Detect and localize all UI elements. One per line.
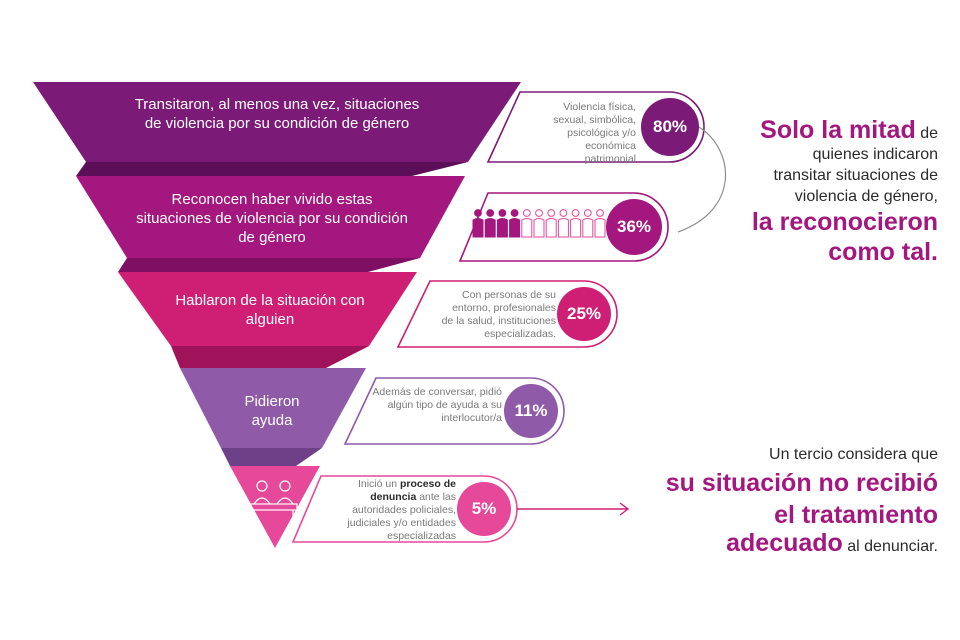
- person-icon: [509, 209, 521, 238]
- tier-label-3: Hablaron de la situación con alguien: [175, 292, 365, 328]
- note-top-hl2: la reconocieron: [751, 208, 938, 236]
- note-bottom-hl1: su situación no recibió: [665, 469, 938, 497]
- note-bottom-hl3: adecuado: [726, 529, 843, 557]
- note-top-t4: violencia de género,: [794, 188, 938, 205]
- funnel-tier-3-fold: [171, 346, 369, 368]
- tier-detail-5-a: Inició un: [357, 478, 400, 490]
- funnel-tier-4: [180, 368, 366, 448]
- value-label-2: 36%: [616, 217, 652, 236]
- denuncia-icon: [249, 480, 298, 518]
- person-icon: [594, 209, 606, 238]
- connector-curve: [677, 126, 727, 233]
- value-circle-1: [641, 98, 699, 156]
- person-icon: [484, 209, 496, 238]
- funnel-tier-5: [230, 466, 320, 548]
- note-top-t1: de: [915, 125, 938, 142]
- funnel-tier-4-fold: [221, 448, 322, 466]
- value-capsule-5: [291, 475, 518, 543]
- person-icon: [521, 209, 533, 238]
- note-bottom-hl2: el tratamiento: [774, 501, 938, 529]
- tier-label-1: Transitaron, al menos una vez, situacion…: [134, 96, 420, 132]
- person-icon: [496, 209, 508, 238]
- note-top-hl3: como tal.: [828, 238, 938, 266]
- pictogram-people: [472, 209, 606, 238]
- person-icon: [557, 209, 569, 238]
- value-circle-2: [606, 199, 662, 255]
- tier-label-4: Pidieron ayuda: [244, 393, 300, 429]
- person-icon: [582, 209, 594, 238]
- value-label-4: 11%: [514, 401, 548, 420]
- funnel-tier-3: [118, 272, 417, 346]
- value-capsule-4: [343, 377, 565, 445]
- value-label-1: 80%: [652, 117, 688, 136]
- note-top-t3: transitar situaciones de: [773, 167, 938, 184]
- note-top-hl1: Solo la mitad: [760, 116, 916, 144]
- value-circle-3: [557, 287, 611, 341]
- note-top-t2: quienes indicaron: [812, 146, 938, 163]
- value-capsule-3: [396, 280, 618, 348]
- value-label-3: 25%: [566, 304, 602, 323]
- funnel-tier-2-fold: [118, 258, 420, 272]
- tier-detail-5: Inició un proceso de denuncia ante las a…: [318, 478, 456, 543]
- tier-detail-5-b: ante las autoridades policiales, judicia…: [347, 491, 456, 542]
- funnel-tier-2: [76, 176, 465, 258]
- note-bottom-t1: Un tercio considera que: [769, 446, 938, 463]
- funnel-tier-1-fold: [76, 162, 468, 176]
- note-top: Solo la mitad de quienes indicaron trans…: [690, 118, 938, 267]
- tier-detail-1: Violencia física, sexual, simbólica, psi…: [553, 101, 636, 165]
- value-circle-5: [457, 482, 511, 536]
- tier-detail-4: Además de conversar, pidió algún tipo de…: [372, 386, 502, 424]
- tier-label-2: Reconocen haber vivido estas situaciones…: [136, 191, 408, 246]
- funnel-tier-1: [33, 82, 521, 162]
- person-icon: [472, 209, 484, 238]
- person-icon: [545, 209, 557, 238]
- note-bottom-t2: al denunciar.: [842, 538, 938, 555]
- arrow-right-icon: [517, 502, 630, 516]
- value-circle-4: [504, 384, 558, 438]
- person-icon: [533, 209, 545, 238]
- person-icon: [570, 209, 582, 238]
- note-bottom: Un tercio considera que su situación no …: [620, 443, 938, 559]
- value-label-5: 5%: [471, 499, 497, 518]
- tier-detail-3: Con personas de su entorno, profesionale…: [441, 289, 556, 340]
- tier-detail-5-bold: proceso de denuncia: [370, 478, 456, 503]
